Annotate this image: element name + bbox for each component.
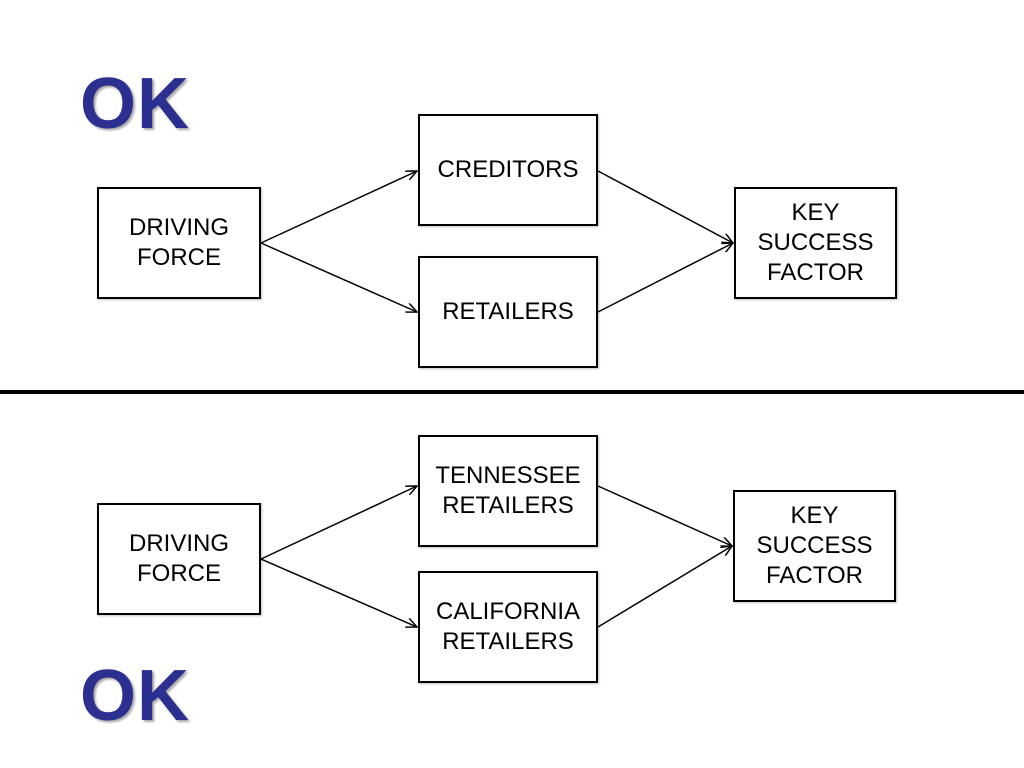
top-retailers-label: RETAILERS: [442, 298, 574, 325]
bottom-driving-force-box: DRIVING FORCE: [97, 503, 261, 615]
bottom-key-success-factor-label: KEY SUCCESS FACTOR: [756, 502, 873, 589]
arrow-bottom-california-to-ksf: [597, 546, 732, 628]
arrow-top-driving-to-retailers: [260, 242, 417, 312]
top-driving-force-label: DRIVING FORCE: [128, 214, 229, 271]
arrow-top-driving-to-creditors: [260, 171, 417, 244]
bottom-driving-force-label: DRIVING FORCE: [128, 530, 229, 587]
arrow-top-creditors-to-ksf: [597, 170, 733, 243]
bottom-tennessee-retailers-label: TENNESSEE RETAILERS: [435, 462, 581, 519]
bottom-california-retailers-label: CALIFORNIA RETAILERS: [435, 598, 581, 655]
arrow-bottom-driving-to-california: [260, 558, 417, 627]
top-creditors-label: CREDITORS: [437, 156, 579, 183]
top-retailers-box: RETAILERS: [418, 256, 598, 368]
arrow-bottom-driving-to-tennessee: [260, 486, 417, 560]
bottom-california-retailers-box: CALIFORNIA RETAILERS: [418, 571, 598, 683]
arrow-bottom-tennessee-to-ksf: [597, 485, 732, 546]
bottom-tennessee-retailers-box: TENNESSEE RETAILERS: [418, 435, 598, 547]
top-driving-force-box: DRIVING FORCE: [97, 187, 261, 299]
top-key-success-factor-box: KEY SUCCESS FACTOR: [734, 187, 897, 299]
ok-badge-top: OK: [80, 64, 190, 144]
section-divider: [0, 390, 1024, 394]
arrow-top-retailers-to-ksf: [597, 243, 733, 313]
ok-badge-bottom: OK: [80, 656, 190, 736]
top-key-success-factor-label: KEY SUCCESS FACTOR: [757, 199, 874, 286]
top-creditors-box: CREDITORS: [418, 114, 598, 226]
bottom-key-success-factor-box: KEY SUCCESS FACTOR: [733, 490, 896, 602]
